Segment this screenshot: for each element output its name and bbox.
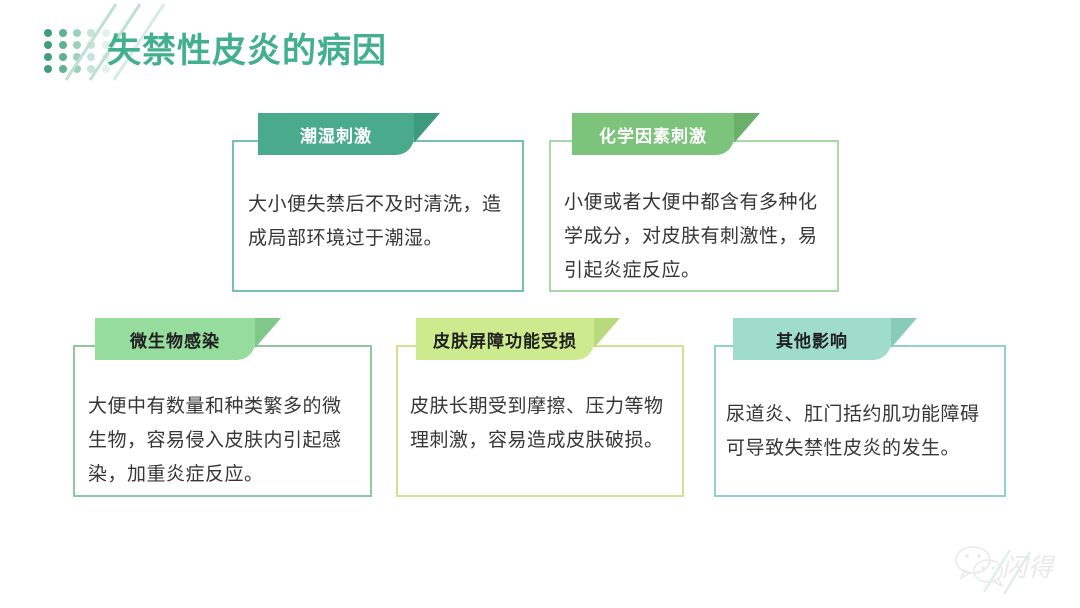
card-chemical-stimulation xyxy=(549,140,839,292)
card-title-skin-barrier-damage: 皮肤屏障功能受损 xyxy=(416,318,594,360)
card-body-skin-barrier-damage: 皮肤长期受到摩擦、压力等物理刺激，容易造成皮肤破损。 xyxy=(410,396,664,451)
card-title-chemical-stimulation: 化学因素刺激 xyxy=(572,113,734,155)
page-header: 失禁性皮炎的病因 xyxy=(0,0,1080,100)
wechat-icon xyxy=(955,546,1032,595)
card-title-other-effects: 其他影响 xyxy=(733,318,891,360)
card-moisture-stimulation xyxy=(232,140,524,292)
card-title-microbial-infection: 微生物感染 xyxy=(95,318,255,360)
card-body-moisture-stimulation: 大小便失禁后不及时清洗，造成局部环境过于潮湿。 xyxy=(248,194,502,249)
tab-fold-icon-4 xyxy=(594,318,620,348)
card-title-moisture-stimulation: 潮湿刺激 xyxy=(258,113,414,155)
page-title: 失禁性皮炎的病因 xyxy=(107,32,387,70)
card-body-other-effects: 尿道炎、肛门括约肌功能障碍可导致失禁性皮炎的发生。 xyxy=(726,404,980,459)
dot-grid-icon xyxy=(41,27,113,75)
card-microbial-infection xyxy=(73,345,372,497)
card-body-chemical-stimulation: 小便或者大便中都含有多种化学成分，对皮肤有刺激性，易引起炎症反应。 xyxy=(564,192,818,281)
watermark-text: 闪得 xyxy=(1002,555,1055,582)
card-body-microbial-infection: 大便中有数量和种类繁多的微生物，容易侵入皮肤内引起感染，加重炎症反应。 xyxy=(88,396,342,485)
card-other-effects xyxy=(714,345,1006,497)
tab-fold-icon-2 xyxy=(734,113,760,143)
tab-fold-icon-1 xyxy=(414,113,440,143)
card-skin-barrier-damage xyxy=(396,345,684,497)
tab-fold-icon-5 xyxy=(891,318,917,348)
tab-fold-icon-3 xyxy=(255,318,281,348)
watermark: 闪得 xyxy=(948,540,1072,596)
